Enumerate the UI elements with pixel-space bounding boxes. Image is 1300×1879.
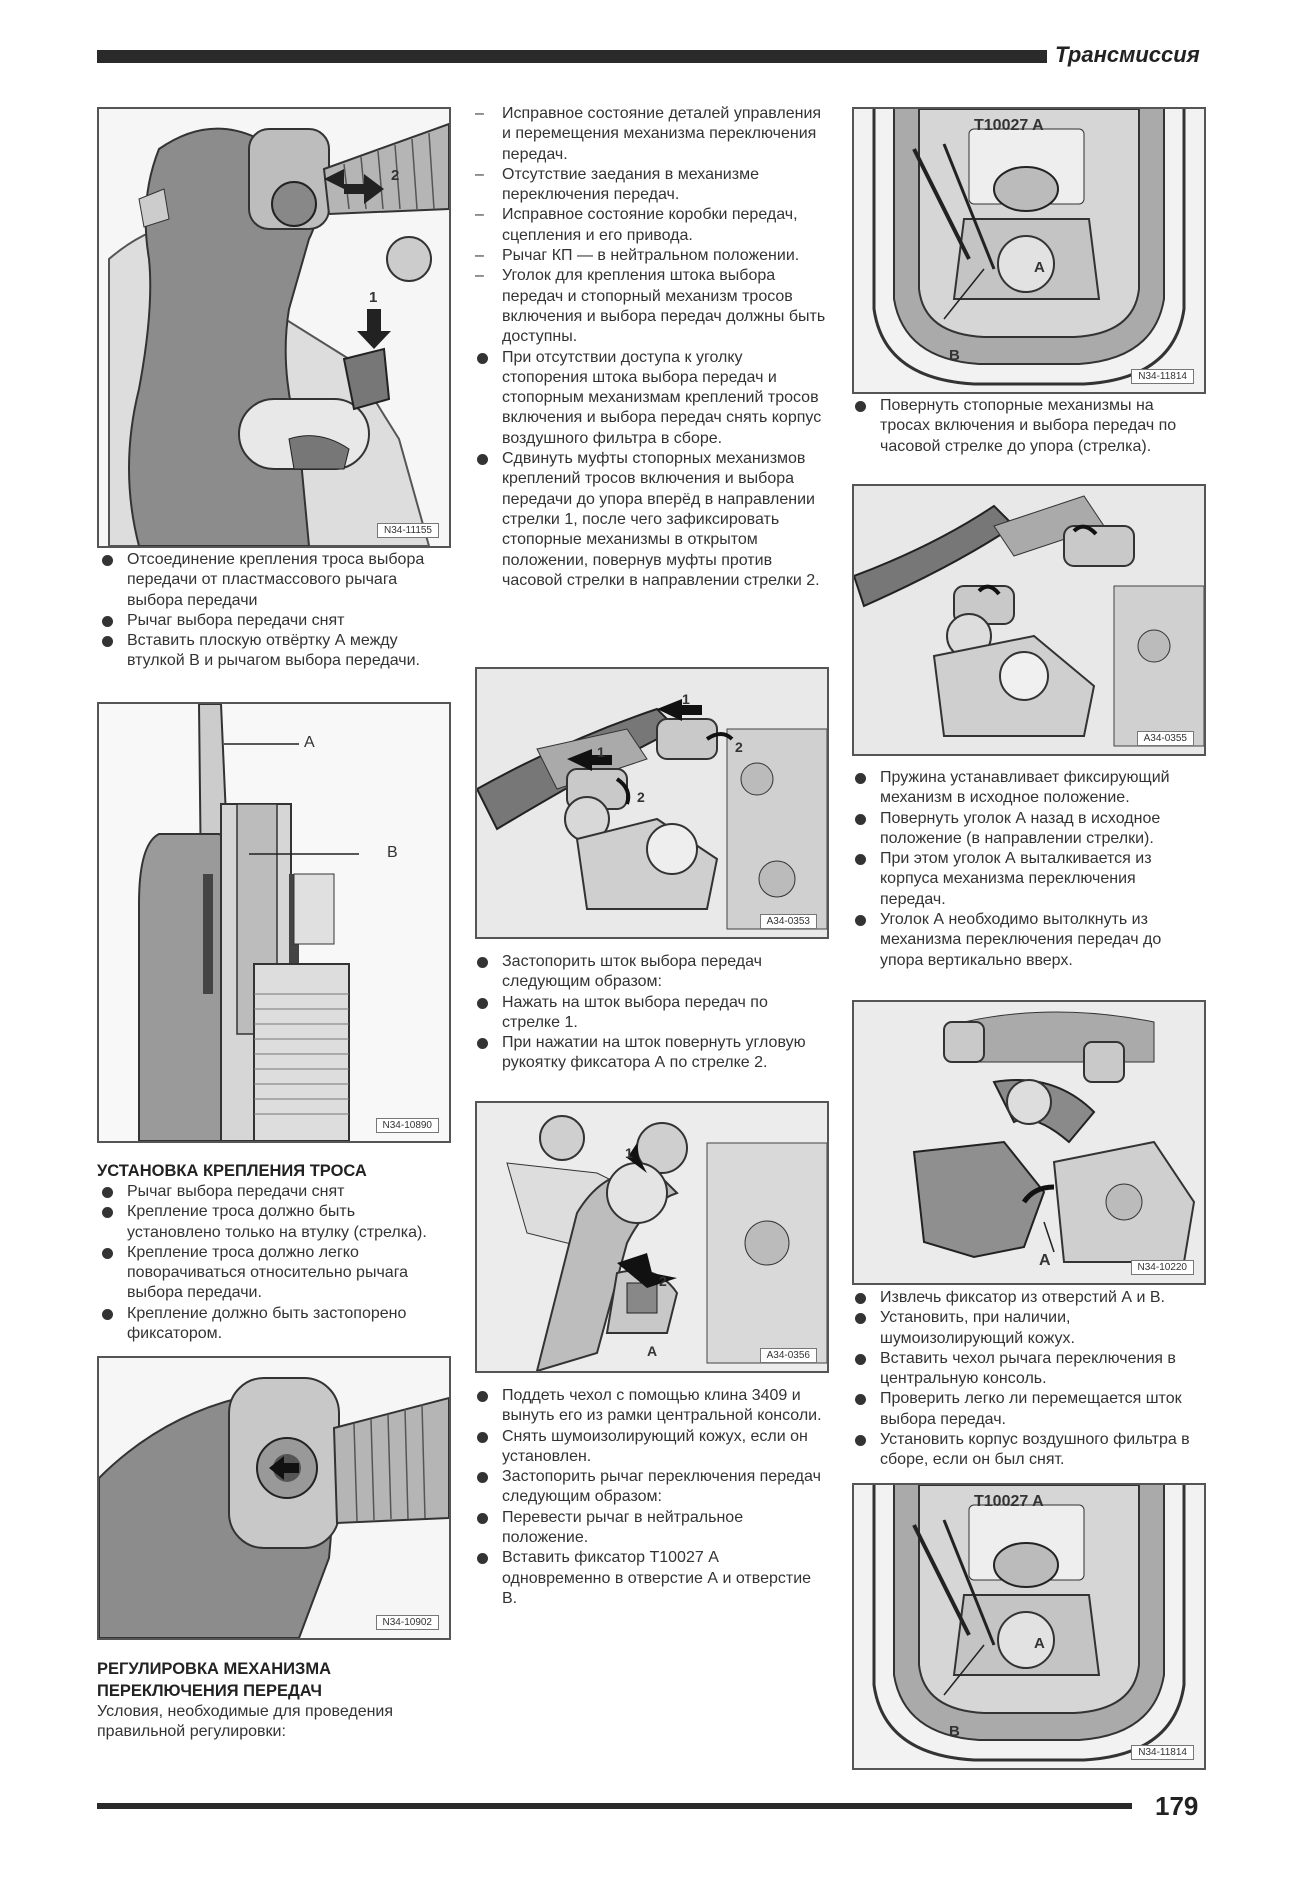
figure-label: 2 (391, 167, 400, 184)
bullet-item: Повернуть уголок А назад в исходное поло… (850, 809, 1205, 850)
bullet-item: Вставить плоскую отвёртку А между втулко… (97, 631, 447, 672)
figure-code: N34-11814 (1131, 369, 1194, 384)
col1-text-block3: РЕГУЛИРОВКА МЕХАНИЗМА ПЕРЕКЛЮЧЕНИЯ ПЕРЕД… (97, 1658, 447, 1743)
bullet-item: Установить корпус воздушного фильтра в с… (850, 1430, 1205, 1471)
bullet-item: Рычаг выбора передачи снят (97, 611, 447, 631)
dash-item: Исправное состояние коробки передач, сце… (472, 205, 827, 246)
figure-lock-shaft: 1 2 A A34-0356 (475, 1101, 829, 1373)
figure-code: A34-0353 (759, 914, 817, 929)
page-number: 179 (1155, 1791, 1199, 1821)
figure-label: B (949, 347, 960, 364)
col3-text-block1: Повернуть стопорные механизмы на тросах … (850, 396, 1205, 457)
footer-rule (97, 1803, 1132, 1809)
bullet-item: Застопорить рычаг переключения передач с… (472, 1467, 827, 1508)
section-title: Трансмиссия (1055, 42, 1200, 67)
bullet-item: Пружина устанавливает фиксирующий механи… (850, 768, 1205, 809)
figure-label: A (647, 1343, 658, 1359)
bullet-item: Снять шумоизолирующий кожух, если он уст… (472, 1427, 827, 1468)
figure-label: T10027 A (974, 117, 1044, 134)
bullet-item: При этом уголок А выталкивается из корпу… (850, 849, 1205, 910)
col1-text-block1: Отсоединение крепления троса выбора пере… (97, 550, 447, 672)
bullet-item: Вставить чехол рычага переключения в цен… (850, 1349, 1205, 1390)
bullet-item: Вставить фиксатор T10027 А одновременно … (472, 1548, 827, 1609)
figure-code: A34-0356 (759, 1348, 817, 1363)
bullet-item: Застопорить шток выбора передач следующи… (472, 952, 827, 993)
bullet-item: Перевести рычаг в нейтральное положение. (472, 1508, 827, 1549)
bullet-item: Поддеть чехол с помощью клина 3409 и вын… (472, 1386, 827, 1427)
figure-shift-lock-tool-repeat: T10027 A A B N34-11814 (852, 1483, 1206, 1770)
col3-text-block3: Извлечь фиксатор из отверстий А и В. Уст… (850, 1288, 1205, 1471)
bullet-item: Извлечь фиксатор из отверстий А и В. (850, 1288, 1205, 1308)
figure-shift-lock-tool: T10027 A A B N34-11814 (852, 107, 1206, 394)
figure-label: 2 (659, 1273, 667, 1289)
header-rule (97, 50, 1047, 63)
paragraph: Условия, необходимые для проведения прав… (97, 1703, 394, 1741)
bullet-item: Крепление троса должно легко поворачиват… (97, 1243, 447, 1304)
bullet-item: Повернуть стопорные механизмы на тросах … (850, 396, 1205, 457)
col2-text-block3: Поддеть чехол с помощью клина 3409 и вын… (472, 1386, 827, 1609)
section-heading: РЕГУЛИРОВКА МЕХАНИЗМА ПЕРЕКЛЮЧЕНИЯ ПЕРЕД… (97, 1660, 331, 1700)
figure-angle-bracket: A N34-10220 (852, 1000, 1206, 1285)
bullet-item: При нажатии на шток повернуть угловую ру… (472, 1033, 827, 1074)
bullet-item: Крепление троса должно быть установлено … (97, 1202, 447, 1243)
figure-label: A (1034, 1635, 1045, 1652)
figure-cable-lever: 2 1 N34-11155 (97, 107, 451, 548)
figure-code: N34-11814 (1131, 1745, 1194, 1760)
figure-label: 1 (369, 289, 378, 306)
figure-cable-mount: N34-10902 (97, 1356, 451, 1640)
dash-item: Исправное состояние деталей управления и… (472, 104, 827, 165)
figure-screwdriver: A B N34-10890 (97, 702, 451, 1143)
figure-label: A (1034, 259, 1045, 276)
figure-label: 2 (735, 739, 743, 755)
figure-label: 1 (625, 1145, 633, 1161)
col3-text-block2: Пружина устанавливает фиксирующий механи… (850, 768, 1205, 971)
section-heading: УСТАНОВКА КРЕПЛЕНИЯ ТРОСА (97, 1162, 367, 1180)
figure-label: T10027 A (974, 1493, 1044, 1510)
figure-label: A (1039, 1252, 1051, 1269)
bullet-item: Рычаг выбора передачи снят (97, 1182, 447, 1202)
figure-code: N34-11155 (377, 523, 439, 538)
figure-cable-locks: 1 2 1 2 A34-0353 (475, 667, 829, 939)
bullet-item: Крепление должно быть застопорено фиксат… (97, 1304, 447, 1345)
bullet-item: Сдвинуть муфты стопорных механизмов креп… (472, 449, 827, 591)
bullet-item: Уголок А необходимо вытолкнуть из механи… (850, 910, 1205, 971)
figure-label: 2 (637, 789, 645, 805)
figure-label: B (387, 844, 398, 861)
figure-code: N34-10902 (375, 1615, 439, 1630)
bullet-item: Отсоединение крепления троса выбора пере… (97, 550, 447, 611)
bullet-item: Проверить легко ли перемещается шток выб… (850, 1389, 1205, 1430)
col1-text-block2: УСТАНОВКА КРЕПЛЕНИЯ ТРОСА Рычаг выбора п… (97, 1160, 447, 1344)
figure-label: A (304, 734, 315, 751)
dash-item: Рычаг КП — в нейтральном положении. (472, 246, 827, 267)
figure-code: N34-10220 (1130, 1260, 1194, 1275)
figure-label: 1 (597, 744, 605, 760)
dash-item: Отсутствие заедания в механизме переключ… (472, 165, 827, 206)
figure-code: N34-10890 (375, 1118, 439, 1133)
col2-text-block1: Исправное состояние деталей управления и… (472, 104, 827, 591)
figure-code: A34-0355 (1136, 731, 1194, 746)
dash-item: Уголок для крепления штока выбора переда… (472, 266, 827, 347)
bullet-item: При отсутствии доступа к уголку стопорен… (472, 348, 827, 449)
figure-lock-mechanisms: A34-0355 (852, 484, 1206, 756)
col2-text-block2: Застопорить шток выбора передач следующи… (472, 952, 827, 1074)
bullet-item: Нажать на шток выбора передач по стрелке… (472, 993, 827, 1034)
figure-label: B (949, 1723, 960, 1740)
bullet-item: Установить, при наличии, шумоизолирующий… (850, 1308, 1205, 1349)
figure-label: 1 (682, 691, 690, 707)
